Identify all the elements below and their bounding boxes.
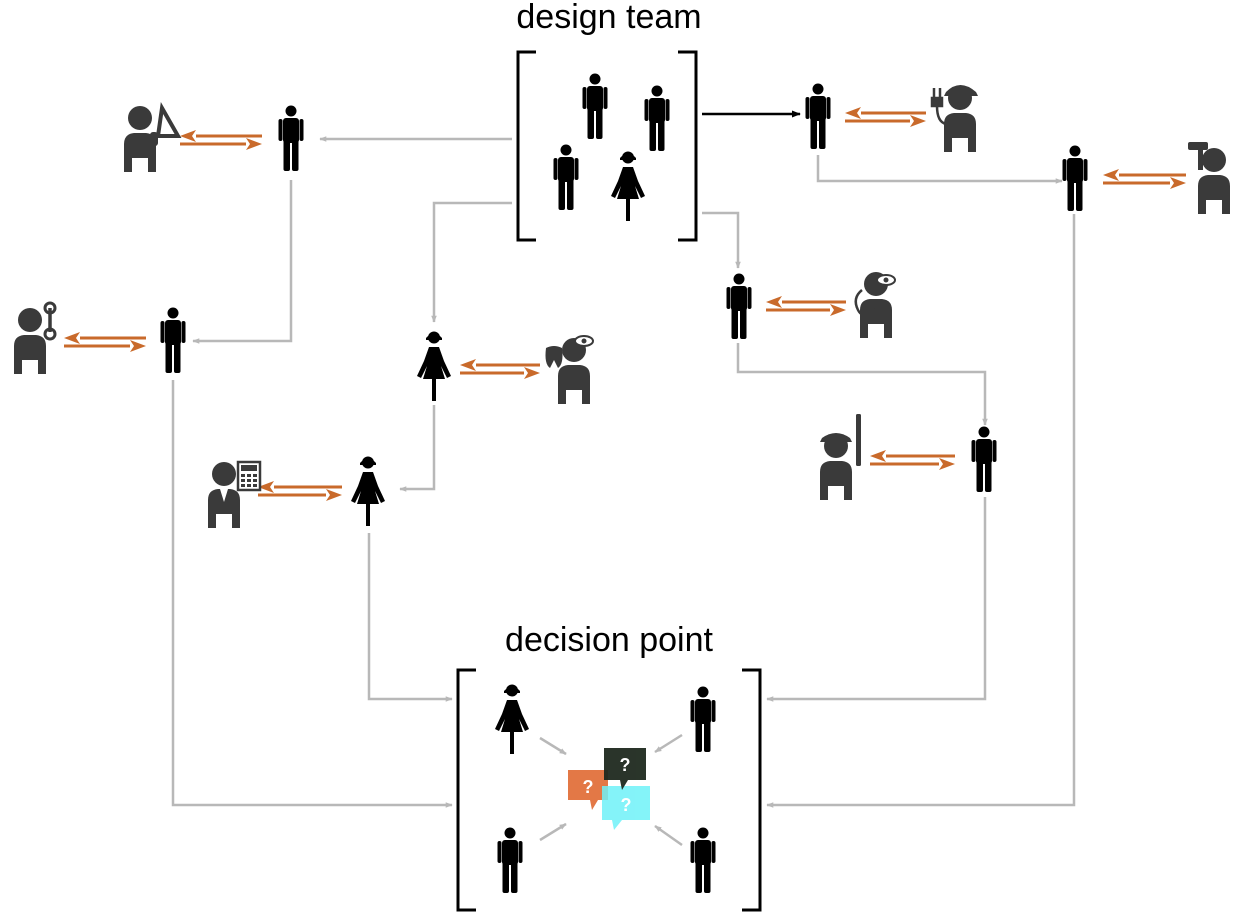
team-man-1 xyxy=(582,73,608,139)
person-electrician-contact xyxy=(805,83,831,149)
exchange-arrows xyxy=(64,107,1186,501)
question-bubble-cyan: ? xyxy=(602,786,650,830)
svg-text:?: ? xyxy=(621,795,632,815)
doctor-icon xyxy=(854,272,896,338)
exchange-electrician xyxy=(845,107,926,127)
police-officer-icon xyxy=(820,414,861,500)
question-bubble-dark: ? xyxy=(604,748,646,790)
architect-icon xyxy=(124,101,182,172)
electrician-icon xyxy=(930,85,978,152)
person-mechanic-contact xyxy=(160,307,186,373)
decision-man-1 xyxy=(690,686,716,752)
person-carpenter-contact xyxy=(1062,145,1088,211)
dentist-icon xyxy=(545,335,594,404)
team-woman xyxy=(611,151,645,221)
decision-point-title: decision point xyxy=(505,621,713,659)
discussion-bubbles: ? ? ? xyxy=(568,748,650,830)
specialists xyxy=(14,85,1230,528)
exchange-mechanic xyxy=(64,332,146,352)
person-accountant-contact xyxy=(351,456,385,526)
accountant-icon xyxy=(208,460,262,528)
exchange-doctor xyxy=(766,296,846,316)
design-team-members xyxy=(553,73,670,221)
svg-text:?: ? xyxy=(583,777,594,797)
exchange-architect xyxy=(180,130,262,150)
design-team-title: design team xyxy=(516,0,701,36)
decision-woman xyxy=(495,684,529,754)
person-police-contact xyxy=(971,426,997,492)
exchange-carpenter xyxy=(1103,169,1186,189)
design-team-bracket xyxy=(516,50,698,242)
team-man-3 xyxy=(553,144,579,210)
decision-man-2 xyxy=(497,827,523,893)
exchange-dentist xyxy=(460,359,540,379)
mechanic-icon xyxy=(14,301,57,374)
question-bubble-orange: ? xyxy=(568,770,608,810)
team-man-2 xyxy=(644,85,670,151)
flow-lines xyxy=(171,136,1076,847)
svg-text:?: ? xyxy=(620,755,631,775)
decision-point-bracket xyxy=(456,668,762,912)
carpenter-icon xyxy=(1188,142,1230,214)
decision-man-3 xyxy=(690,827,716,893)
exchange-accountant xyxy=(258,481,342,501)
exchange-police xyxy=(870,450,955,470)
person-doctor-contact xyxy=(726,273,752,339)
person-architect-contact xyxy=(278,105,304,171)
person-dentist-contact xyxy=(417,331,451,401)
